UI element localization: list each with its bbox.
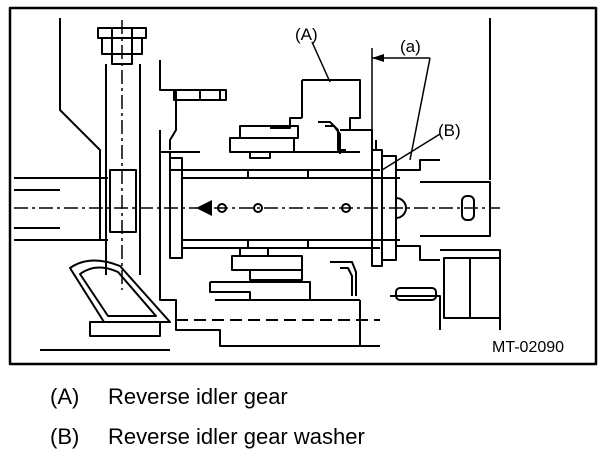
legend-key-a: (A) bbox=[50, 384, 80, 409]
legend-item-b: (B) Reverse idler gear washer bbox=[50, 424, 365, 450]
housing-lower-left bbox=[40, 150, 380, 351]
callout-leaders bbox=[311, 41, 441, 171]
idler-shaft bbox=[14, 157, 500, 259]
housing-left bbox=[14, 18, 108, 241]
callout-b-label: (B) bbox=[438, 121, 461, 140]
callout-a-label: (A) bbox=[295, 25, 318, 44]
legend-item-a: (A) Reverse idler gear bbox=[50, 384, 288, 410]
diagram-frame bbox=[8, 6, 598, 366]
lower-gear bbox=[209, 247, 360, 301]
transmission-diagram: (A) (a) (B) MT-02090 bbox=[8, 6, 598, 366]
legend-text-b: Reverse idler gear washer bbox=[108, 424, 365, 449]
bolt bbox=[97, 20, 147, 290]
legend-text-a: Reverse idler gear bbox=[108, 384, 288, 409]
legend-key-b: (B) bbox=[50, 424, 80, 449]
reverse-idler-gear bbox=[229, 79, 373, 159]
leader-a bbox=[311, 41, 331, 83]
callout-small-a-label: (a) bbox=[400, 37, 421, 56]
figure-code: MT-02090 bbox=[492, 339, 564, 356]
housing-right bbox=[390, 18, 501, 330]
housing-upper bbox=[159, 60, 227, 171]
reverse-idler-gear-washer bbox=[371, 140, 397, 267]
